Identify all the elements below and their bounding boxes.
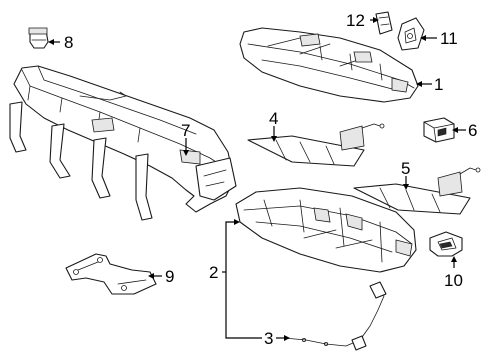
callout-5: 5: [401, 159, 410, 178]
part-8-clip: [28, 27, 49, 49]
callout-6: 6: [468, 121, 477, 140]
callout-8: 8: [64, 33, 73, 52]
callout-labels: 8 12 11 1 4 6 7 5 2 3 9 10: [64, 11, 477, 348]
part-4-heater-pad: [247, 123, 385, 167]
callout-10: 10: [444, 271, 463, 290]
part-10-hook-bracket: [429, 231, 463, 257]
callout-7: 7: [181, 121, 190, 140]
callout-3: 3: [264, 329, 273, 348]
part-6-latch-block: [423, 117, 455, 143]
part-7-seat-frame: [9, 65, 237, 221]
callout-11: 11: [440, 29, 458, 48]
part-1-seat-back-cushion: [239, 27, 419, 103]
callout-2: 2: [209, 263, 218, 282]
callout-12: 12: [346, 11, 365, 30]
part-11-hinge-cover: [397, 17, 425, 51]
callout-4: 4: [269, 109, 278, 128]
callout-1: 1: [434, 75, 443, 94]
callout-9: 9: [165, 267, 174, 286]
part-3-wire-harness: [283, 281, 387, 351]
part-5-heater-pad: [353, 167, 481, 215]
leader-lines: [48, 17, 466, 341]
part-12-bracket: [375, 11, 393, 35]
part-2-seat-cushion: [235, 187, 417, 273]
part-9-lower-bracket: [65, 253, 157, 295]
